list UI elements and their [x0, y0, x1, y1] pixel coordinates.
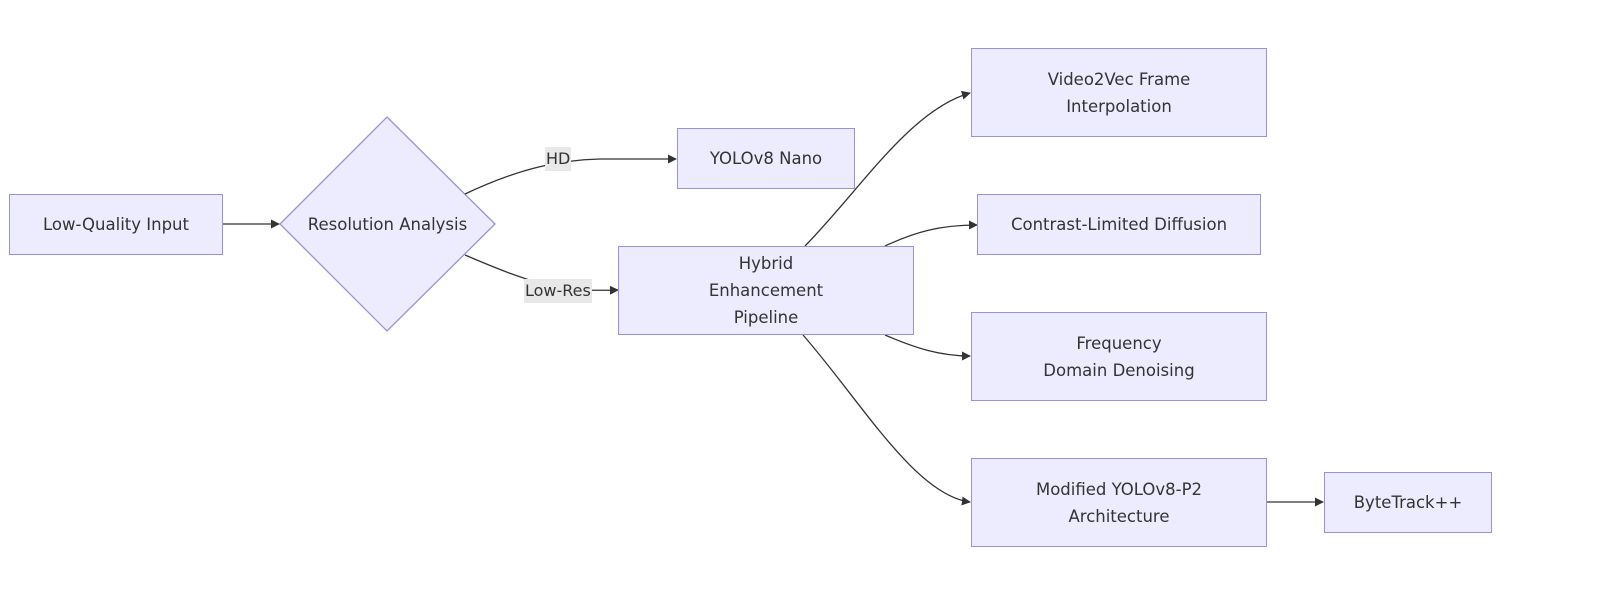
node-frequency-domain-denoising: Frequency Domain Denoising — [971, 312, 1267, 401]
edge-label-low-res: Low-Res — [524, 279, 592, 303]
edge-hybrid-to-video2vec — [804, 90, 971, 247]
node-modified-yolov8-p2-architecture: Modified YOLOv8-P2 Architecture — [971, 458, 1267, 547]
node-yolov8-nano: YOLOv8 Nano — [677, 128, 855, 189]
node-resolution-analysis-label: Resolution Analysis — [307, 214, 468, 234]
edge-hybrid-to-clahe — [884, 220, 978, 247]
node-bytetrack: ByteTrack++ — [1324, 472, 1492, 533]
node-contrast-limited-diffusion: Contrast-Limited Diffusion — [977, 194, 1261, 255]
resolution-analysis-diamond — [279, 116, 496, 332]
edge-analysis-to-nano — [464, 154, 677, 195]
node-video2vec-frame-interpolation: Video2Vec Frame Interpolation — [971, 48, 1267, 137]
node-low-quality-input: Low-Quality Input — [9, 194, 223, 255]
edge-hybrid-to-freq — [884, 334, 971, 361]
edge-hybrid-to-yolop2 — [802, 334, 971, 506]
node-hybrid-enhancement-pipeline: Hybrid Enhancement Pipeline — [618, 246, 914, 335]
edge-label-hd: HD — [545, 147, 572, 171]
